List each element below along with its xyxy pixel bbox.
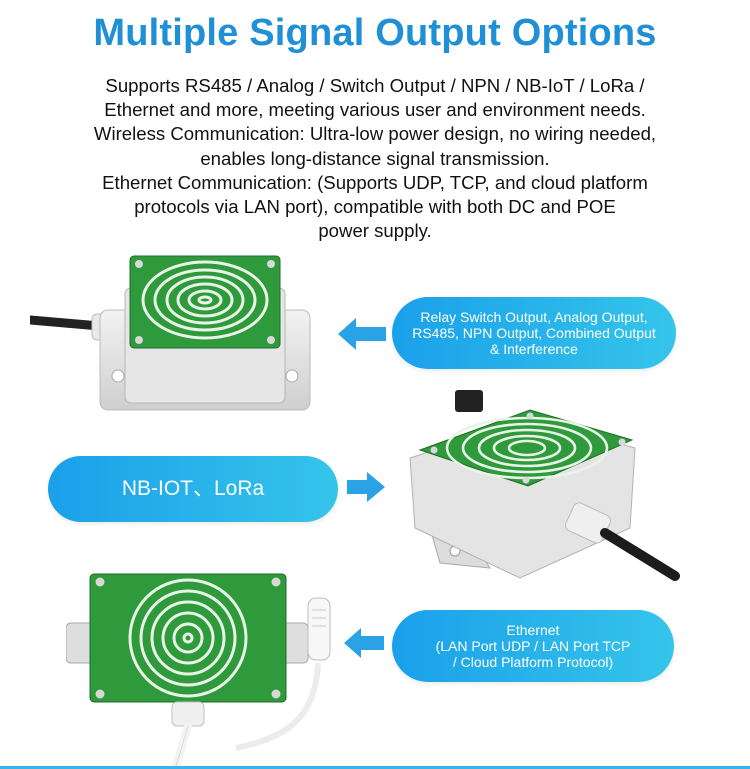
description-line: protocols via LAN port), compatible with… [134,196,616,218]
description-line: Supports RS485 / Analog / Switch Output … [105,75,645,96]
arrow-left-icon [338,318,386,350]
description-line: enables long-distance signal transmissio… [200,147,550,169]
callout-line: & Interference [490,341,578,357]
wireless-label: NB-IOT、LoRa [121,477,265,500]
callout-line: RS485, NPN Output, Combined Output [412,325,656,341]
arrow-left-icon [344,628,384,658]
ethernet-callout: Ethernet (LAN Port UDP / LAN Port TCP / … [392,610,674,682]
relay-output-callout: Relay Switch Output, Analog Output, RS48… [392,297,676,369]
relay-sensor-image [30,255,311,411]
callout-line: Relay Switch Output, Analog Output, [420,309,648,325]
wireless-sensor-image [409,390,680,581]
description-line: Ethernet Communication: (Supports UDP, T… [102,171,648,193]
ethernet-sensor-image [66,573,331,766]
callout-line: Ethernet [506,622,560,638]
page-title: Multiple Signal Output Options [93,12,657,54]
callout-line: (LAN Port UDP / LAN Port TCP [435,638,631,654]
description-line: Wireless Communication: Ultra-low power … [93,123,657,145]
description: Supports RS485 / Analog / Switch Output … [20,74,730,243]
description-line: Ethernet and more, meeting various user … [104,99,646,121]
description-line: power supply. [318,220,432,242]
bottom-accent-bar [0,766,750,769]
callout-line: / Cloud Platform Protocol) [452,654,614,670]
arrow-right-icon [347,472,385,502]
wireless-callout: NB-IOT、LoRa [48,456,338,522]
